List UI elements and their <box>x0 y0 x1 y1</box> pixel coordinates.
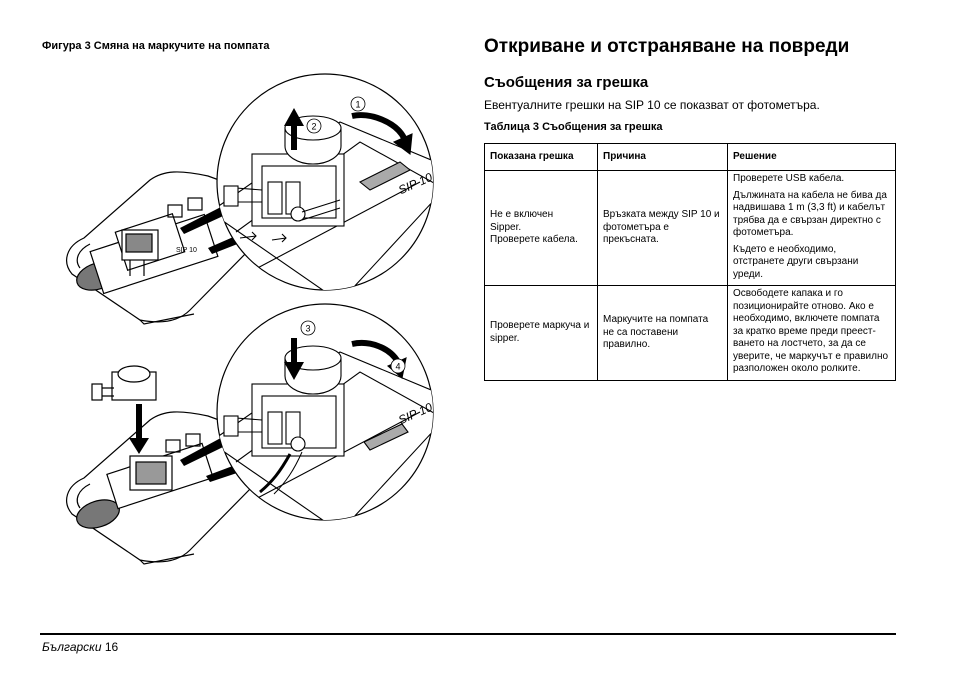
error-line: Проверете маркуча и sipper. <box>490 320 590 344</box>
solution-cell: Проверете USB кабела. Дължината на кабел… <box>727 170 896 286</box>
header-error: Показана грешка <box>484 143 598 171</box>
device-label-small: SIP 10 <box>176 247 197 254</box>
error-line: Sipper. <box>490 221 522 233</box>
up-arrow-icon <box>284 108 304 150</box>
pump-tubing-figure: SIP 10 SIP 10 2 1 <box>66 73 434 565</box>
svg-text:4: 4 <box>395 362 400 372</box>
error-line: Проверете кабела. <box>490 234 578 246</box>
callout-2: 2 <box>306 118 322 134</box>
footer-rule <box>40 633 896 635</box>
solution-paragraph: Дължината на кабела не бива да надвишава… <box>733 189 887 239</box>
table-caption: Таблица 3 Съобщения за грешка <box>484 121 663 133</box>
down-arrow-icon <box>284 338 304 380</box>
callout-4: 4 <box>390 358 406 374</box>
header-solution: Решение <box>727 143 896 171</box>
callout-3: 3 <box>300 320 316 336</box>
footer-language: Български <box>42 640 102 654</box>
svg-text:3: 3 <box>305 324 310 334</box>
cause-cell: Връзката между SIP 10 и фотометъра е пре… <box>597 170 728 286</box>
footer-page-number: 16 <box>104 640 119 654</box>
svg-text:2: 2 <box>311 122 316 132</box>
solution-paragraph: Проверете USB кабела. <box>733 173 845 184</box>
error-line: Не е включен <box>490 209 554 221</box>
table-header-row: Показана грешка Причина Решение <box>484 143 896 171</box>
intro-text: Евентуалните грешки на SIP 10 се показва… <box>484 98 820 112</box>
insert-arrow-icon <box>129 404 149 454</box>
zoom-detail-top: SIP 10 <box>217 112 433 290</box>
error-cell: Проверете маркуча и sipper. <box>484 285 598 381</box>
page-footer: Български 16 <box>42 640 118 654</box>
cause-cell: Маркучите на помпата не са поставени пра… <box>597 285 728 381</box>
error-cell: Не е включен Sipper. Проверете кабела. <box>484 170 598 286</box>
error-messages-table: Показана грешка Причина Решение Не е вкл… <box>484 143 896 381</box>
table-row: Проверете маркуча и sipper. Маркучите на… <box>484 285 896 381</box>
section-subtitle: Съобщения за грешка <box>484 74 649 91</box>
section-title: Откриване и отстраняване на повреди <box>484 36 850 57</box>
solution-cell: Освободете капака и го позиционирайте от… <box>727 285 896 381</box>
figure-caption: Фигура 3 Смяна на маркучите на помпата <box>42 40 270 52</box>
svg-text:1: 1 <box>355 100 360 110</box>
solution-paragraph: Освободете капака и го позиционирайте от… <box>733 288 889 374</box>
table-row: Не е включен Sipper. Проверете кабела. В… <box>484 170 896 286</box>
solution-paragraph: Където е необходимо, отстранете други св… <box>733 243 859 280</box>
photometer-top-illustration: SIP 10 <box>66 171 253 325</box>
header-cause: Причина <box>597 143 728 171</box>
callout-1: 1 <box>350 96 366 112</box>
